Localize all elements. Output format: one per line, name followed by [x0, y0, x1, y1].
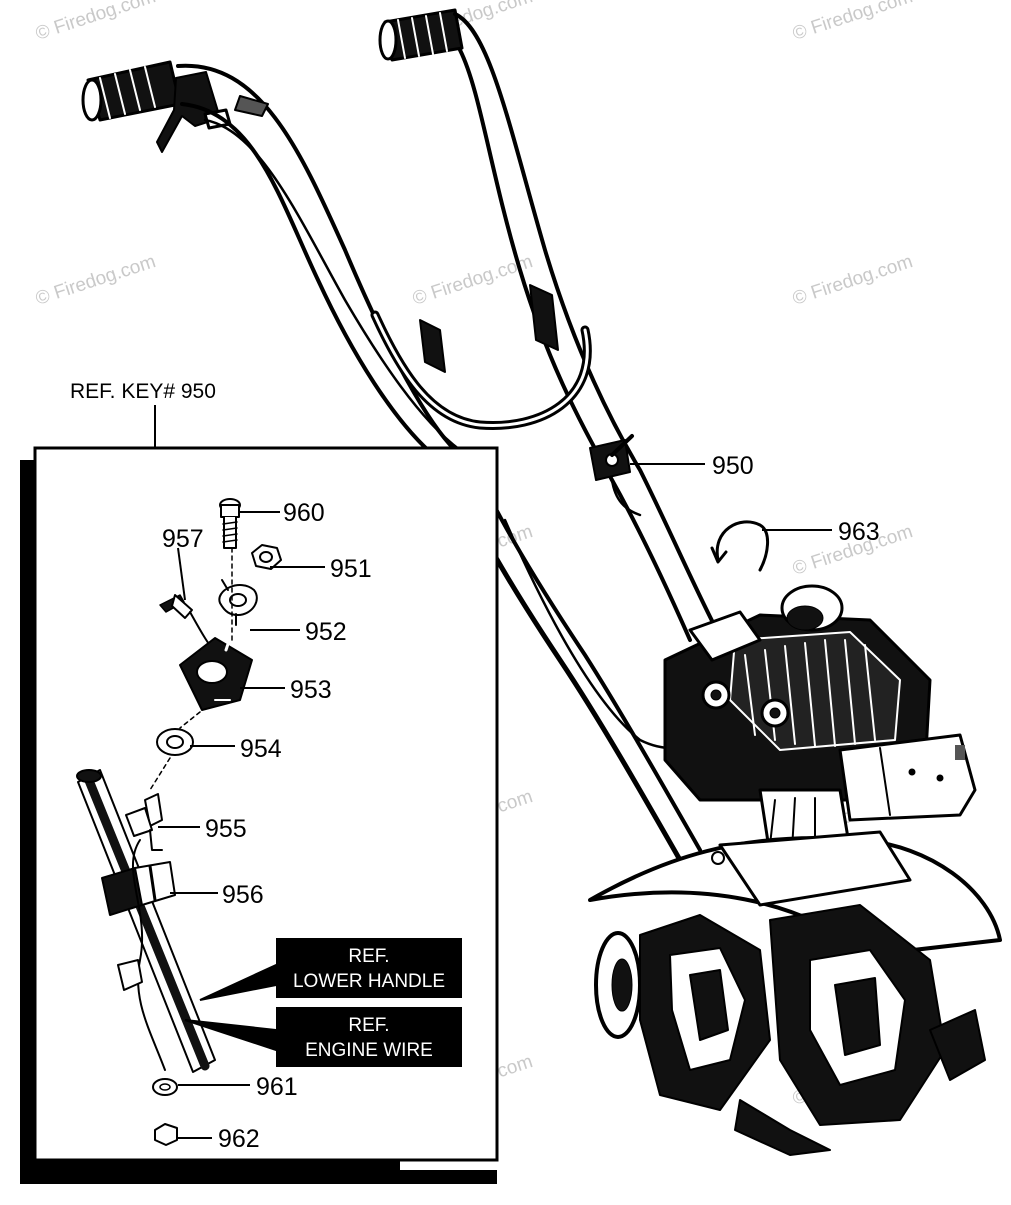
- callout-961: 961: [256, 1073, 298, 1101]
- tines: [639, 904, 986, 1156]
- lockwasher-952: [218, 579, 258, 626]
- handle-knob-left: [419, 319, 446, 373]
- throttle-cable: [203, 118, 462, 452]
- inset-leaders: [158, 511, 325, 1139]
- callout-954: 954: [240, 735, 282, 763]
- switch-953: [179, 630, 253, 711]
- callout-953: 953: [290, 676, 332, 704]
- callout-963: 963: [838, 518, 880, 546]
- watermark: © Firedog.com: [33, 0, 158, 45]
- callout-957: 957: [162, 525, 204, 553]
- ref-lower-handle-line2: LOWER HANDLE: [293, 971, 445, 992]
- hairpin-clip: [715, 520, 769, 572]
- right-handle-grip: [378, 8, 464, 62]
- callout-950: 950: [712, 452, 754, 480]
- nut-962: [154, 1123, 178, 1146]
- callout-962: 962: [218, 1125, 260, 1153]
- clip-956: [101, 861, 176, 916]
- ref-engine-wire-line2: ENGINE WIRE: [305, 1040, 433, 1061]
- engine: [663, 584, 977, 857]
- handle-knob-right: [529, 284, 559, 351]
- tiller-illustration: [81, 8, 1002, 1156]
- callout-960: 960: [283, 499, 325, 527]
- ref-lower-handle-box: REF. LOWER HANDLE: [276, 938, 462, 998]
- switch-exploded-view: [76, 498, 282, 1146]
- watermark: © Firedog.com: [790, 0, 915, 45]
- left-handle-grip: [81, 60, 182, 122]
- throttle-lever: [156, 71, 221, 153]
- transport-wheel: [594, 931, 642, 1039]
- main-callouts: 950 963: [630, 452, 880, 546]
- callout-955: 955: [205, 815, 247, 843]
- ref-lower-handle-line1: REF.: [348, 946, 389, 967]
- callout-951: 951: [330, 555, 372, 583]
- ignition-switch: [589, 434, 642, 517]
- screw-960: [219, 498, 241, 549]
- lower-handle-tube: [76, 769, 216, 1073]
- ref-engine-wire-box: REF. ENGINE WIRE: [276, 1007, 462, 1067]
- inset-header: REF. KEY# 950: [70, 380, 216, 403]
- watermark: © Firedog.com: [790, 251, 915, 310]
- inset-engine-wire: [131, 839, 166, 1071]
- callout-956: 956: [222, 881, 264, 909]
- washer-954: [156, 728, 194, 756]
- inset-callouts: 960 957 951 952 953 954 955 956 961 962: [162, 499, 372, 1153]
- callout-952: 952: [305, 618, 347, 646]
- left-handle-tube: [176, 63, 457, 454]
- ref-engine-wire-line1: REF.: [348, 1015, 389, 1036]
- watermark: © Firedog.com: [33, 251, 158, 310]
- terminal-955: [125, 793, 163, 851]
